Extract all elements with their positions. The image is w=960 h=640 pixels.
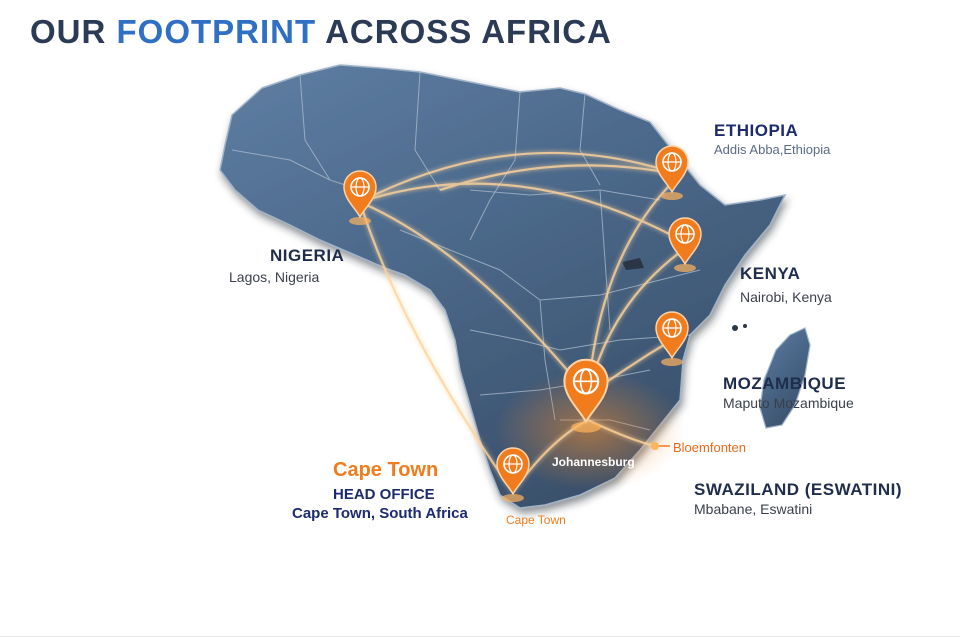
label-kenya: KENYA Nairobi, Kenya [740, 264, 832, 306]
label-ethiopia: ETHIOPIA Addis Abba,Ethiopia [714, 121, 830, 159]
bottom-divider [0, 636, 960, 637]
ethiopia-country: ETHIOPIA [714, 121, 799, 140]
label-nigeria: NIGERIA [270, 246, 344, 266]
label-eswatini: SWAZILAND (ESWATINI) Mbabane, Eswatini [694, 480, 902, 518]
label-mozambique: MOZAMBIQUE Maputo Mozambique [723, 374, 854, 412]
eswatini-city: Mbabane, Eswatini [694, 501, 813, 517]
nigeria-country: NIGERIA [270, 246, 345, 265]
head-office-city-name: Cape Town [333, 459, 439, 481]
johannesburg-label: Johannesburg [552, 455, 635, 469]
eswatini-country: SWAZILAND (ESWATINI) [694, 480, 902, 499]
kenya-country: KENYA [740, 264, 801, 283]
kenya-city: Nairobi, Kenya [740, 289, 832, 305]
nigeria-city: Lagos, Nigeria [229, 269, 320, 285]
label-nigeria-city: Lagos, Nigeria [229, 268, 319, 286]
madagascar [759, 327, 811, 429]
mozambique-city: Maputo Mozambique [723, 395, 854, 411]
bloemfontein-dot [651, 442, 659, 450]
page-title: OUR FOOTPRINT ACROSS AFRICA [30, 12, 612, 52]
head-office-subtitle: Cape Town, South Africa [292, 504, 468, 524]
title-accent: FOOTPRINT [116, 13, 317, 50]
title-suffix: ACROSS AFRICA [316, 13, 612, 50]
title-prefix: OUR [30, 13, 117, 50]
head-office-city: Cape Town [333, 458, 438, 482]
ethiopia-city: Addis Abba,Ethiopia [714, 142, 831, 157]
head-office-title: HEAD OFFICE [333, 485, 435, 505]
bloemfontein-label: Bloemfonten [673, 440, 746, 455]
head-office-subtitle-text: Cape Town, South Africa [292, 505, 468, 522]
mozambique-country: MOZAMBIQUE [723, 374, 847, 393]
head-office-title-text: HEAD OFFICE [333, 486, 435, 503]
cape-town-map-label: Cape Town [506, 513, 566, 527]
